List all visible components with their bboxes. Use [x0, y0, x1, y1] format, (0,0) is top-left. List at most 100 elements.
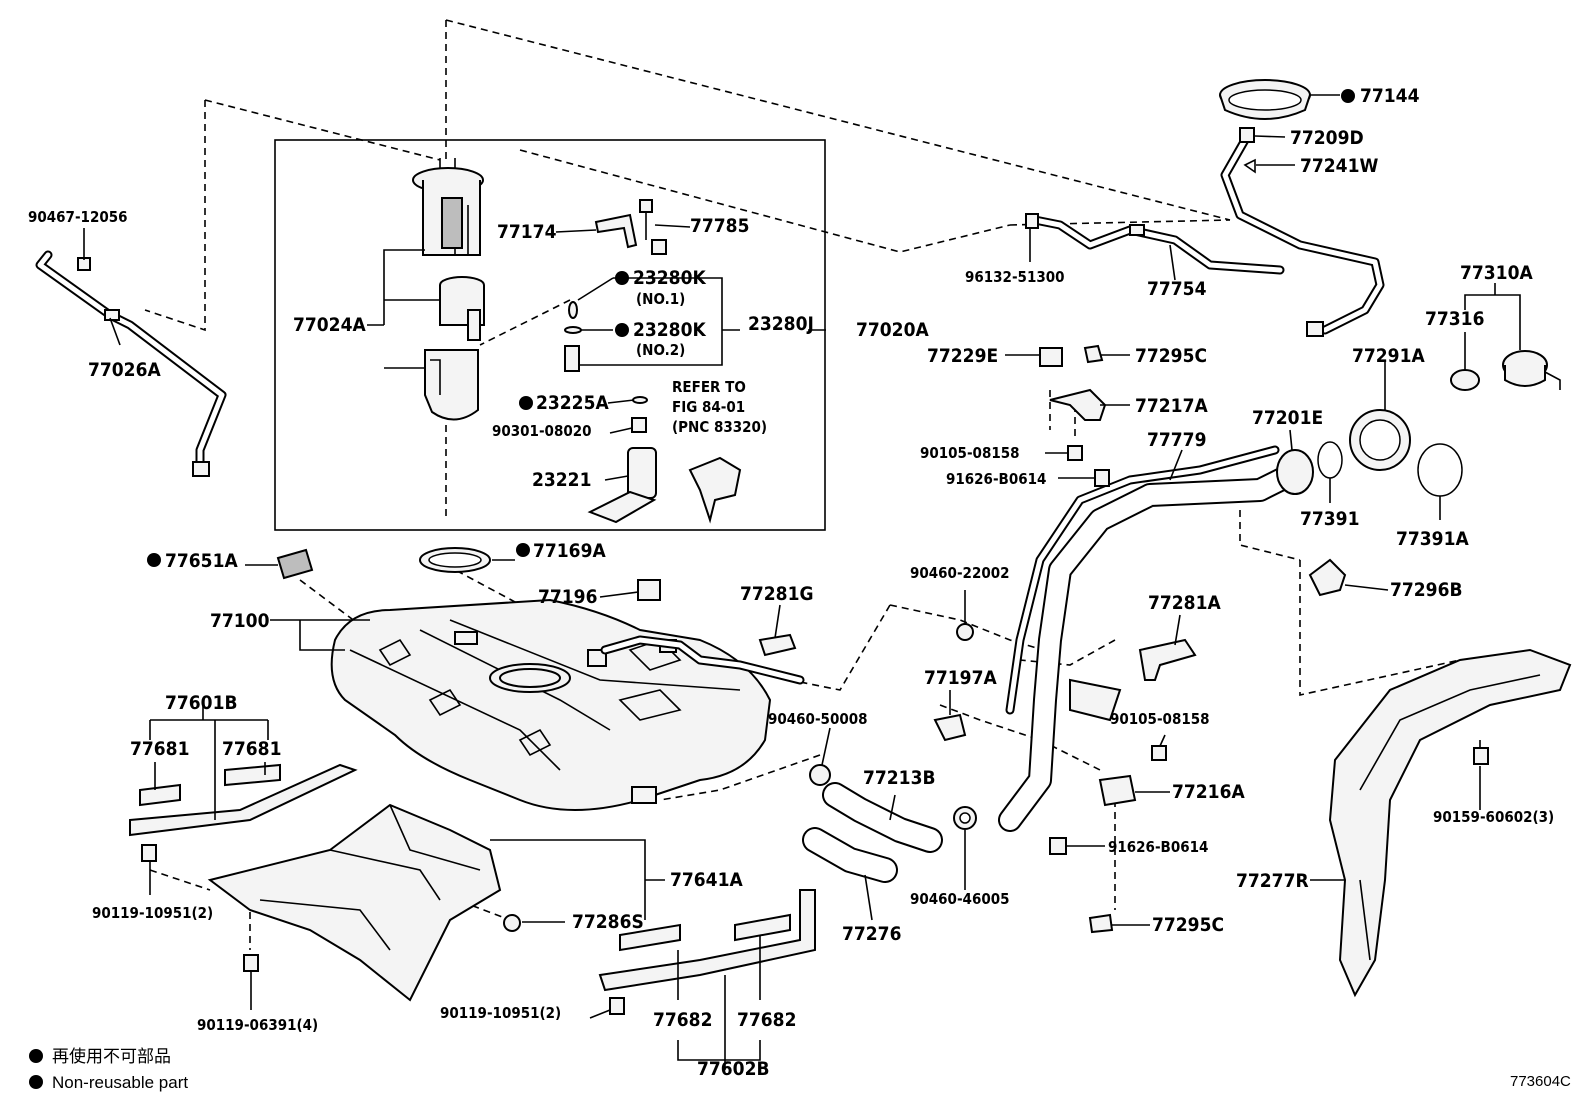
label-77216A: 77216A	[1172, 781, 1245, 803]
bolt-90105-b-icon	[1151, 745, 1167, 761]
label-77295C-a: 77295C	[1135, 345, 1207, 367]
protector-77281A-icon	[1138, 638, 1197, 681]
label-77291A: 77291A	[1352, 345, 1425, 367]
legend-non-reusable-jp: 再使用不可部品	[52, 1046, 171, 1066]
clip-77295C-a-icon	[1083, 344, 1104, 364]
label-90460-50008: 90460-50008	[768, 710, 868, 728]
fuel-tube-77026A-icon	[35, 250, 227, 477]
small-gasket-icon	[632, 396, 648, 404]
fuel-pump-23221-icon	[587, 447, 657, 524]
label-90460-46005: 90460-46005	[910, 890, 1010, 908]
bolt-90119-a-icon	[141, 844, 157, 862]
non-reusable-dot	[147, 553, 161, 567]
label-77144: 77144	[1360, 85, 1420, 107]
cushion-icon	[631, 417, 647, 433]
tank-band-77602B-icon	[598, 889, 816, 992]
filler-pipe-cap-77291A-icon	[1349, 409, 1411, 471]
label-77281A: 77281A	[1148, 592, 1221, 614]
label-90119-06391: 90119-06391(4)	[197, 1016, 318, 1034]
tank-hose-icon	[600, 635, 805, 685]
fuel-pump-assembly-box	[274, 139, 826, 531]
gasket-77316-icon	[1450, 369, 1480, 391]
label-77641A: 77641A	[670, 869, 743, 891]
label-77682-b: 77682	[737, 1009, 796, 1031]
clip-77196-icon	[637, 579, 661, 601]
label-77217A: 77217A	[1135, 395, 1208, 417]
bolt-90119-06391-icon	[243, 954, 259, 972]
leader-lines	[83, 94, 1521, 1070]
non-reusable-dot	[29, 1075, 43, 1089]
label-77026A: 77026A	[88, 359, 161, 381]
clip-77295C-b-icon	[1088, 913, 1114, 934]
label-90467-12056: 90467-12056	[28, 208, 128, 226]
label-77602B: 77602B	[697, 1058, 770, 1080]
protector-77281G-icon	[758, 633, 797, 657]
label-no1: (NO.1)	[636, 290, 685, 308]
label-77174: 77174	[497, 221, 557, 243]
label-77197A: 77197A	[924, 667, 997, 689]
grommet-77286S-icon	[503, 914, 521, 932]
legend-non-reusable-en: Non-reusable part	[52, 1073, 188, 1092]
o-ring-77391-icon	[1317, 441, 1343, 479]
clamp-77197A-icon	[933, 713, 967, 742]
label-77281G: 77281G	[740, 583, 814, 605]
label-23280K-1: 23280K	[633, 267, 706, 289]
protector-77281A-base-icon	[1069, 678, 1122, 722]
harness-77785-icon	[639, 199, 667, 255]
label-77681-b: 77681	[222, 738, 281, 760]
label-90301-08020: 90301-08020	[492, 422, 592, 440]
fuel-filter-icon	[439, 276, 485, 341]
label-96132-51300: 96132-51300	[965, 268, 1065, 286]
label-77601B: 77601B	[165, 692, 238, 714]
label-77785: 77785	[690, 215, 749, 237]
drain-plug-icon	[631, 786, 657, 804]
label-23280K-2: 23280K	[633, 319, 706, 341]
hose-77213B-icon	[822, 782, 943, 853]
fuel-pump-module-icon	[412, 158, 484, 256]
under-cover-77641A-icon	[207, 803, 502, 1002]
non-reusable-dot	[516, 543, 530, 557]
label-77213B: 77213B	[863, 767, 936, 789]
breather-pipe-77779-icon	[1005, 445, 1280, 715]
clip-77296B-icon	[1308, 558, 1347, 597]
bolt-91626-b-icon	[1049, 837, 1067, 855]
label-77196: 77196	[538, 586, 597, 608]
legend: 再使用不可部品 Non-reusable part	[52, 1046, 188, 1092]
hose-77276-icon	[802, 827, 898, 883]
label-77391: 77391	[1300, 508, 1359, 530]
label-refer-line3: (PNC 83320)	[672, 418, 767, 436]
label-77286S: 77286S	[572, 911, 644, 933]
label-77276: 77276	[842, 923, 901, 945]
o-ring-icon	[568, 301, 578, 319]
label-77169A: 77169A	[533, 540, 606, 562]
label-77241W: 77241W	[1300, 155, 1378, 177]
label-90159-60602: 90159-60602(3)	[1433, 808, 1554, 826]
bracket-77216A-icon	[1098, 774, 1137, 807]
label-23280J: 23280J	[748, 313, 814, 335]
non-reusable-markers	[29, 89, 1355, 1089]
clamp-90460-50008-icon	[809, 764, 831, 786]
label-23221: 23221	[532, 469, 591, 491]
label-refer-line2: FIG 84-01	[672, 398, 745, 416]
label-77682-a: 77682	[653, 1009, 712, 1031]
bolt-91626-a-icon	[1094, 469, 1110, 487]
label-77754: 77754	[1147, 278, 1207, 300]
fuel-tank-77100-icon	[330, 598, 772, 811]
label-77681-a: 77681	[130, 738, 189, 760]
bolt-90159-icon	[1473, 747, 1489, 765]
clamp-96132-icon	[1025, 213, 1039, 229]
fuel-pump-cup-icon	[424, 349, 479, 421]
bolt-90119-b-icon	[609, 997, 625, 1015]
label-77391A: 77391A	[1396, 528, 1469, 550]
pressure-regulator-icon	[564, 345, 580, 372]
label-90460-22002: 90460-22002	[910, 564, 1010, 582]
label-91626-B0614-a: 91626-B0614	[946, 470, 1046, 488]
label-77296B: 77296B	[1390, 579, 1463, 601]
label-77100: 77100	[210, 610, 270, 632]
label-77020A: 77020A	[856, 319, 929, 341]
filler-pipe-77201E-icon	[998, 449, 1314, 832]
non-reusable-dot	[1341, 89, 1355, 103]
figure-code: 773604C	[1510, 1073, 1571, 1090]
